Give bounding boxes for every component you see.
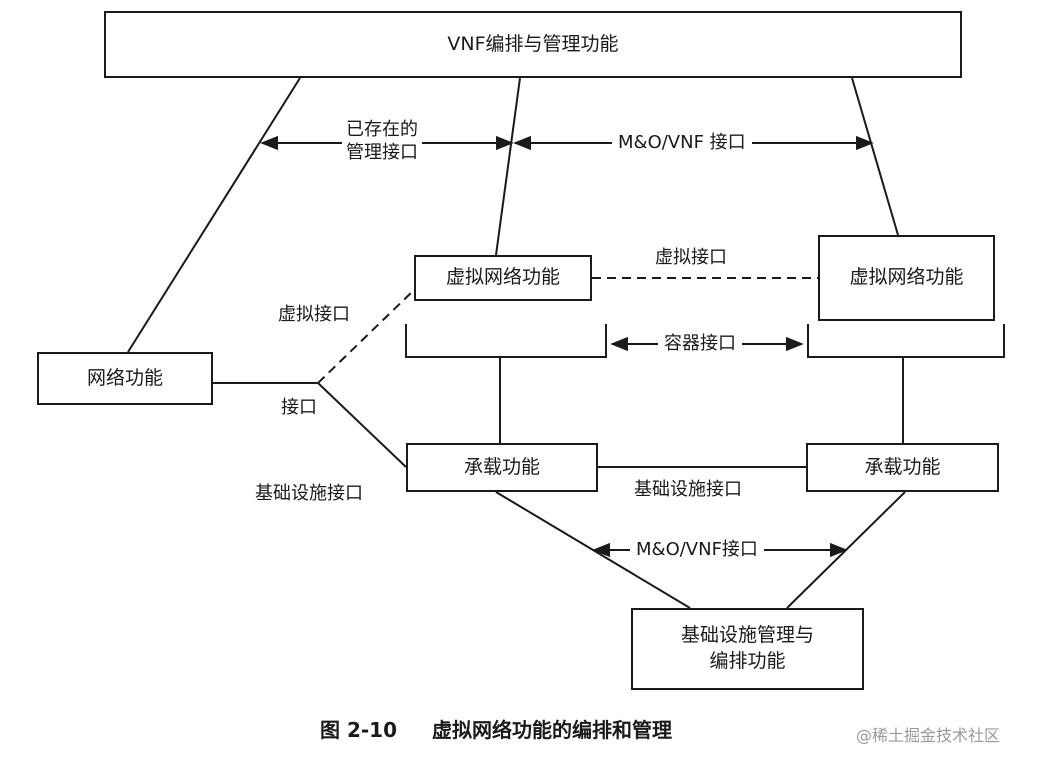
figure-number: 图 2-10	[320, 718, 398, 742]
vnf-left-box: 虚拟网络功能	[414, 255, 592, 301]
infra-interface-left-label: 基础设施接口	[255, 482, 363, 506]
hosting-left-label: 承载功能	[463, 455, 540, 478]
hosting-right-box: 承载功能	[806, 443, 999, 492]
vnf-left-label: 虚拟网络功能	[445, 266, 560, 289]
vnf-right-label: 虚拟网络功能	[849, 266, 964, 289]
vnf-right-box: 虚拟网络功能	[818, 235, 995, 321]
line-orch-to-vnf-right	[851, 77, 899, 236]
infra-management-label-line2: 编排功能	[709, 650, 786, 672]
container-bracket-left	[405, 324, 607, 358]
mo-vnf-top-label: M&O/VNF 接口	[612, 131, 752, 155]
figure-title: 虚拟网络功能的编排和管理	[431, 718, 672, 742]
mo-vnf-bottom-label: M&O/VNF接口	[630, 538, 764, 562]
existing-mgmt-line2: 管理接口	[346, 142, 418, 164]
container-bracket-right	[807, 324, 1005, 358]
vnf-orchestration-label: VNF编排与管理功能	[447, 32, 619, 55]
infra-management-box: 基础设施管理与 编排功能	[631, 608, 864, 690]
network-function-box: 网络功能	[37, 352, 213, 405]
line-orch-to-vnf-left	[495, 77, 521, 256]
watermark: @稀土掘金技术社区	[856, 726, 1001, 745]
network-function-label: 网络功能	[86, 366, 163, 389]
container-interface-label: 容器接口	[658, 332, 742, 356]
hosting-right-label: 承载功能	[864, 455, 941, 478]
dashed-virtual-interface-left	[317, 289, 415, 384]
infra-management-label-line1: 基础设施管理与	[680, 624, 814, 647]
figure-caption: 图 2-10 虚拟网络功能的编排和管理	[320, 714, 672, 743]
vnf-orchestration-box: VNF编排与管理功能	[104, 11, 962, 78]
existing-mgmt-interface-label: 已存在的 管理接口	[342, 118, 422, 165]
virtual-interface-left-label: 虚拟接口	[278, 303, 350, 327]
interface-label: 接口	[281, 396, 317, 420]
hosting-left-box: 承载功能	[406, 443, 598, 492]
infra-interface-mid-label: 基础设施接口	[634, 478, 742, 502]
existing-mgmt-line1: 已存在的	[346, 119, 418, 140]
line-junction-to-hosting	[317, 382, 407, 468]
line-orch-to-network	[127, 77, 301, 353]
virtual-interface-top-label: 虚拟接口	[655, 246, 727, 270]
